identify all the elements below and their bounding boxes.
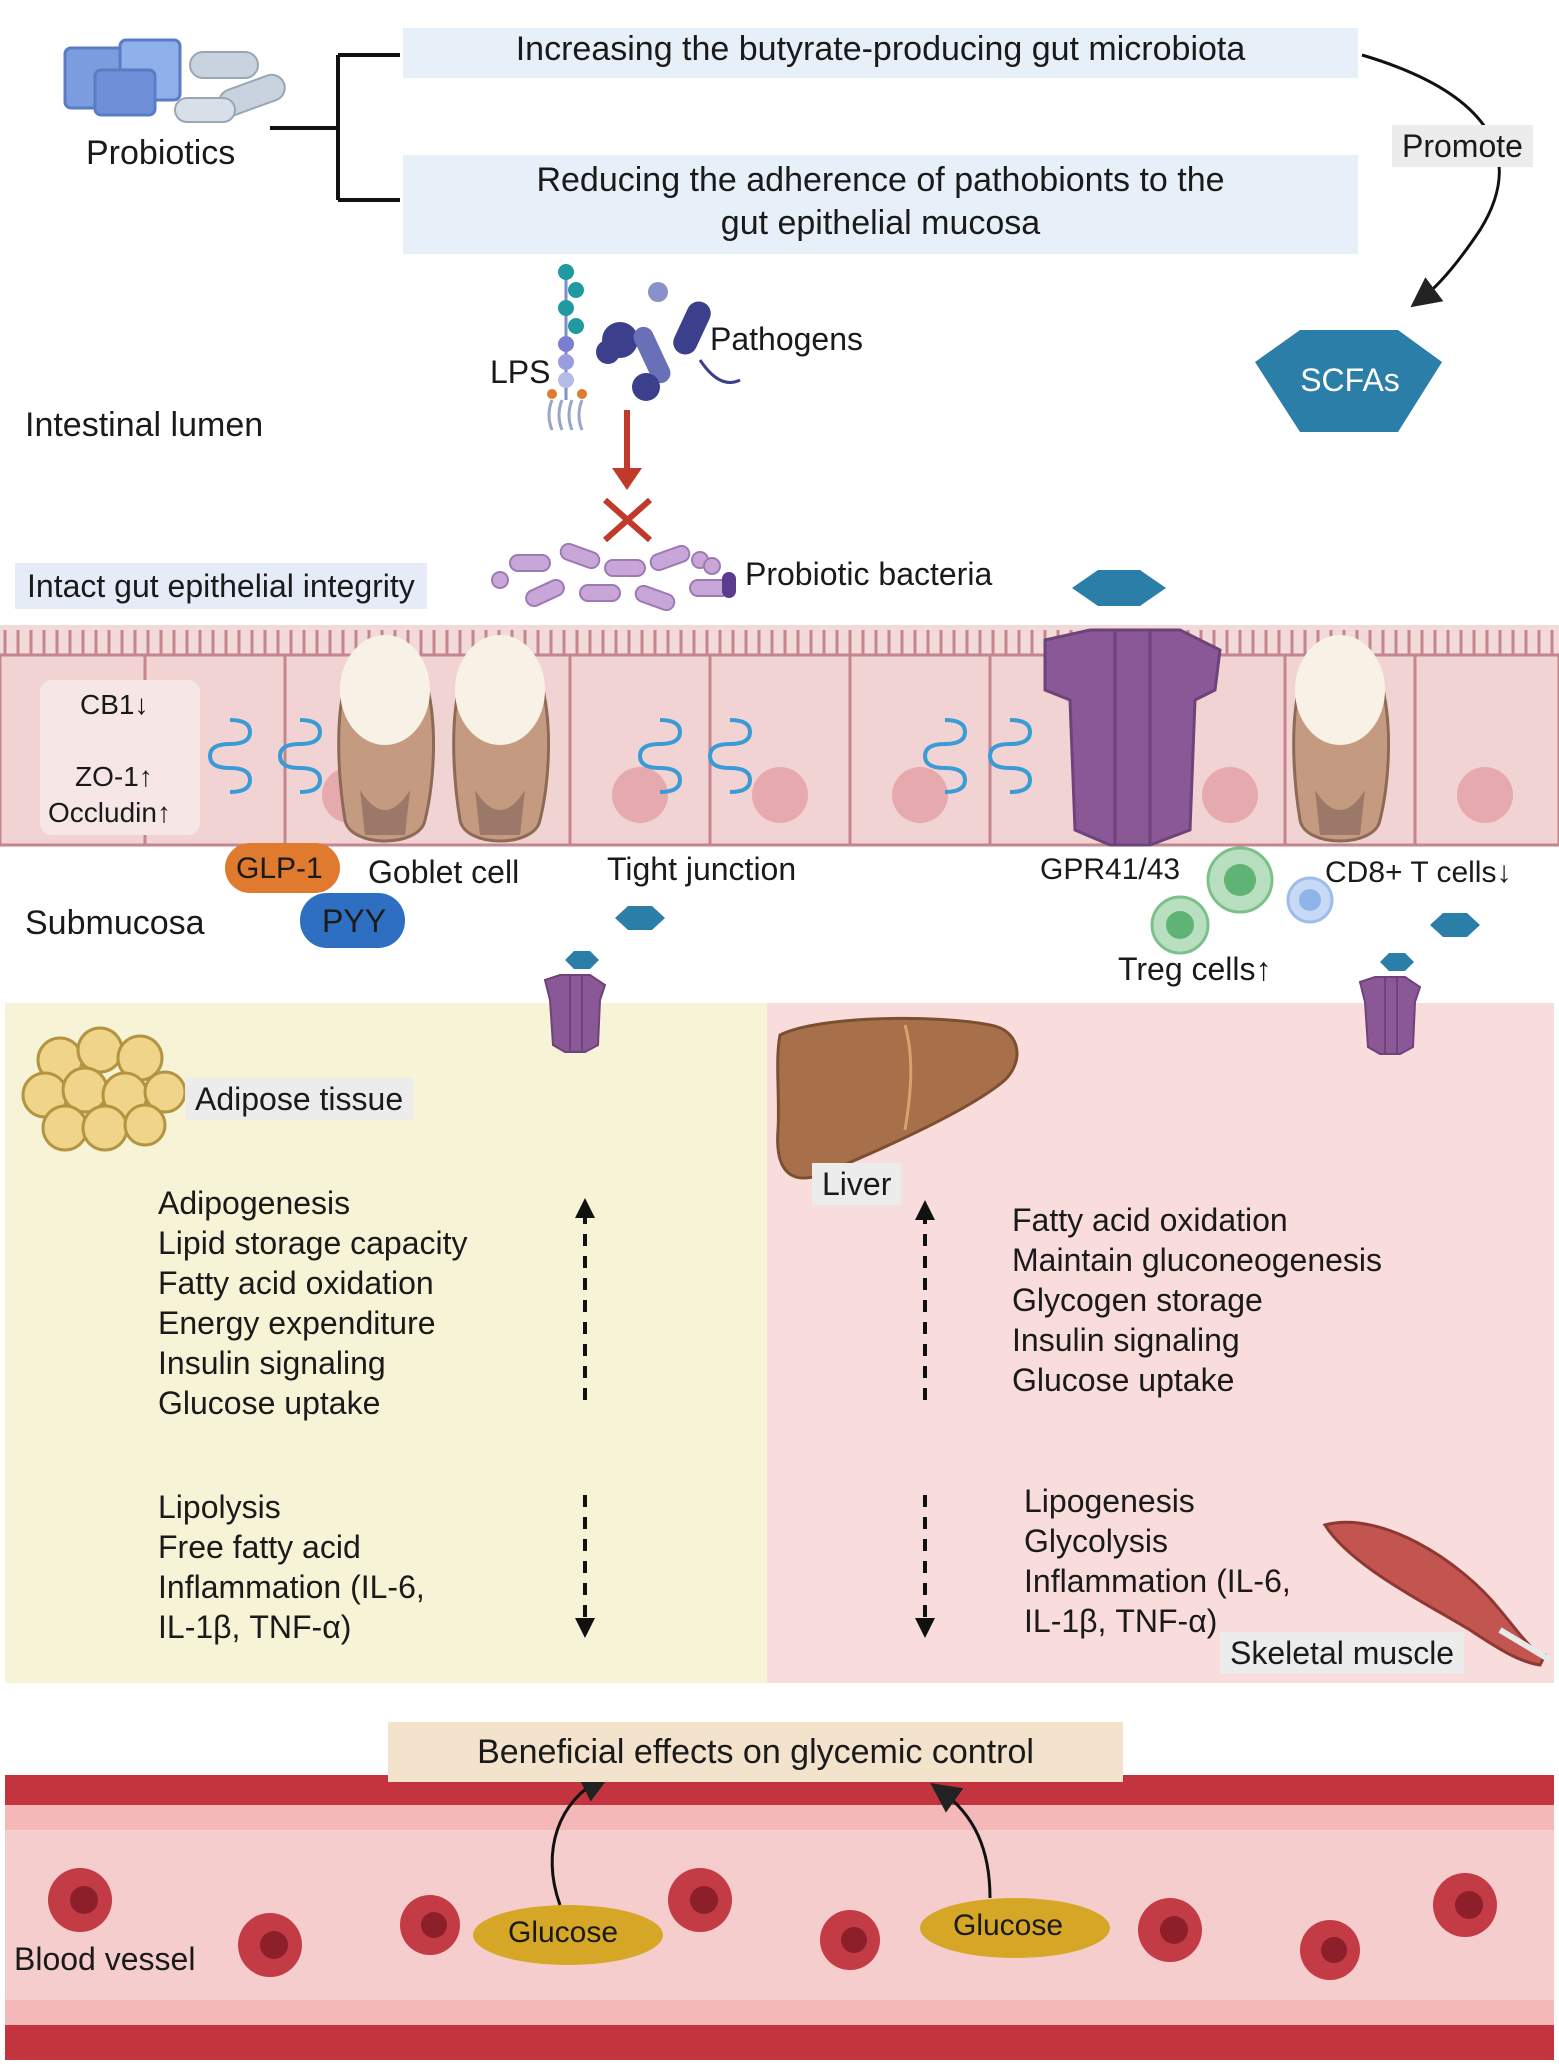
liver-up-item: Maintain gluconeogenesis [1012, 1242, 1383, 1278]
submucosa-label: Submucosa [25, 904, 205, 942]
effect-box-1: Increasing the butyrate-producing gut mi… [403, 28, 1358, 78]
cb1-label: CB1↓ [80, 689, 149, 720]
effect-2-line2: gut epithelial mucosa [720, 204, 1041, 242]
liver-up-arrow [915, 1200, 935, 1400]
adipose-down-list: Lipolysis Free fatty acid Inflammation (… [158, 1487, 425, 1647]
pyy-label: PYY [322, 903, 387, 939]
goblet-cell-label: Goblet cell [368, 854, 520, 890]
zo1-label: ZO-1↑ [75, 761, 153, 792]
promote-arrow [1361, 53, 1501, 308]
liver-down-item: Lipogenesis [1024, 1483, 1195, 1519]
scfa-hexagon-sub2 [1430, 913, 1480, 937]
adipose-down-arrow [575, 1495, 595, 1638]
epithelium [0, 625, 1559, 847]
liver-up-item: Glucose uptake [1012, 1362, 1235, 1398]
adipose-down-item: Inflammation (IL-6, [158, 1569, 425, 1605]
scfa-hexagon-sub3 [565, 951, 599, 969]
glp1-label: GLP-1 [236, 852, 323, 885]
intestinal-lumen-label: Intestinal lumen [25, 406, 264, 444]
liver-down-item: Glycolysis [1024, 1523, 1169, 1559]
immune-cells-icon [1150, 846, 1334, 955]
scfa-hexagon-sub4 [1380, 953, 1414, 971]
liver-title: Liver [812, 1163, 902, 1206]
liver-up-item: Glycogen storage [1012, 1282, 1263, 1318]
liver-down-item: IL-1β, TNF-α) [1024, 1603, 1218, 1639]
pathogens-label: Pathogens [710, 321, 864, 357]
glucose-arrow-1 [550, 1774, 611, 1906]
glp1-blob [225, 843, 340, 893]
cd8-label: CD8+ T cells↓ [1325, 856, 1512, 889]
pathogens-icon [596, 282, 741, 401]
scfa-hexagon-sub1 [615, 906, 665, 930]
liver-up-item: Insulin signaling [1012, 1322, 1240, 1358]
lps-label: LPS [490, 354, 551, 390]
integrity-label: Intact gut epithelial integrity [15, 563, 427, 610]
liver-up-item: Fatty acid oxidation [1012, 1202, 1288, 1238]
liver-down-list: Lipogenesis Glycolysis Inflammation (IL-… [1024, 1481, 1291, 1641]
receptor-small-1 [543, 974, 607, 1053]
scfas-hexagon [1255, 330, 1442, 432]
adipose-up-item: Adipogenesis [158, 1185, 351, 1221]
effect-1-text: Increasing the butyrate-producing gut mi… [515, 30, 1246, 68]
adipose-up-item: Insulin signaling [158, 1345, 386, 1381]
glucose-label-1: Glucose [508, 1916, 619, 1949]
adipose-down-item: Free fatty acid [158, 1529, 361, 1565]
blocked-arrow [603, 410, 652, 543]
adipose-up-item: Glucose uptake [158, 1385, 381, 1421]
liver-icon [776, 1016, 1019, 1180]
glucose-label-2: Glucose [953, 1909, 1064, 1942]
skeletal-muscle-icon [1322, 1520, 1552, 1667]
cb1-box [40, 680, 200, 835]
lps-icon [547, 264, 587, 431]
occludin-label: Occludin↑ [48, 797, 171, 828]
adipose-up-arrow [575, 1198, 595, 1400]
glucose-arrow-2 [930, 1783, 992, 1899]
effect-box-2: Reducing the adherence of pathobionts to… [403, 155, 1358, 254]
adipose-up-item: Energy expenditure [158, 1305, 436, 1341]
scfa-hexagon-top [1072, 570, 1166, 606]
effect-2-line1: Reducing the adherence of pathobionts to… [536, 161, 1225, 199]
gpr-receptor-icon [1043, 628, 1222, 847]
liver-down-arrow [915, 1495, 935, 1638]
adipose-down-item: IL-1β, TNF-α) [158, 1609, 352, 1645]
adipose-up-list: Adipogenesis Lipid storage capacity Fatt… [158, 1183, 468, 1423]
probiotics-bracket [270, 53, 400, 202]
adipose-down-item: Lipolysis [158, 1489, 281, 1525]
tight-junction-label: Tight junction [607, 851, 797, 887]
adipose-title: Adipose tissue [185, 1078, 414, 1121]
adipose-up-item: Lipid storage capacity [158, 1225, 468, 1261]
probiotics-label: Probiotics [86, 134, 236, 172]
liver-up-list: Fatty acid oxidation Maintain gluconeoge… [1012, 1200, 1382, 1400]
pyy-blob [300, 893, 405, 948]
blood-vessel [5, 1774, 1554, 2060]
probiotic-bacteria-label: Probiotic bacteria [745, 556, 993, 592]
skeletal-muscle-label: Skeletal muscle [1220, 1632, 1465, 1675]
adipose-up-item: Fatty acid oxidation [158, 1265, 434, 1301]
liver-down-item: Inflammation (IL-6, [1024, 1563, 1291, 1599]
adipose-tissue-icon [21, 1026, 187, 1152]
blood-vessel-label: Blood vessel [14, 1941, 196, 1977]
gpr-label: GPR41/43 [1040, 853, 1181, 886]
goblet-cells-icon [337, 635, 1390, 843]
receptor-small-2 [1358, 976, 1422, 1055]
scfas-label: SCFAs [1300, 362, 1400, 398]
treg-label: Treg cells↑ [1118, 951, 1272, 987]
beneficial-effects-label: Beneficial effects on glycemic control [388, 1722, 1123, 1782]
probiotic-bacteria-icon [491, 542, 731, 612]
probiotics-pills-icon [63, 38, 286, 123]
promote-label: Promote [1392, 125, 1533, 168]
